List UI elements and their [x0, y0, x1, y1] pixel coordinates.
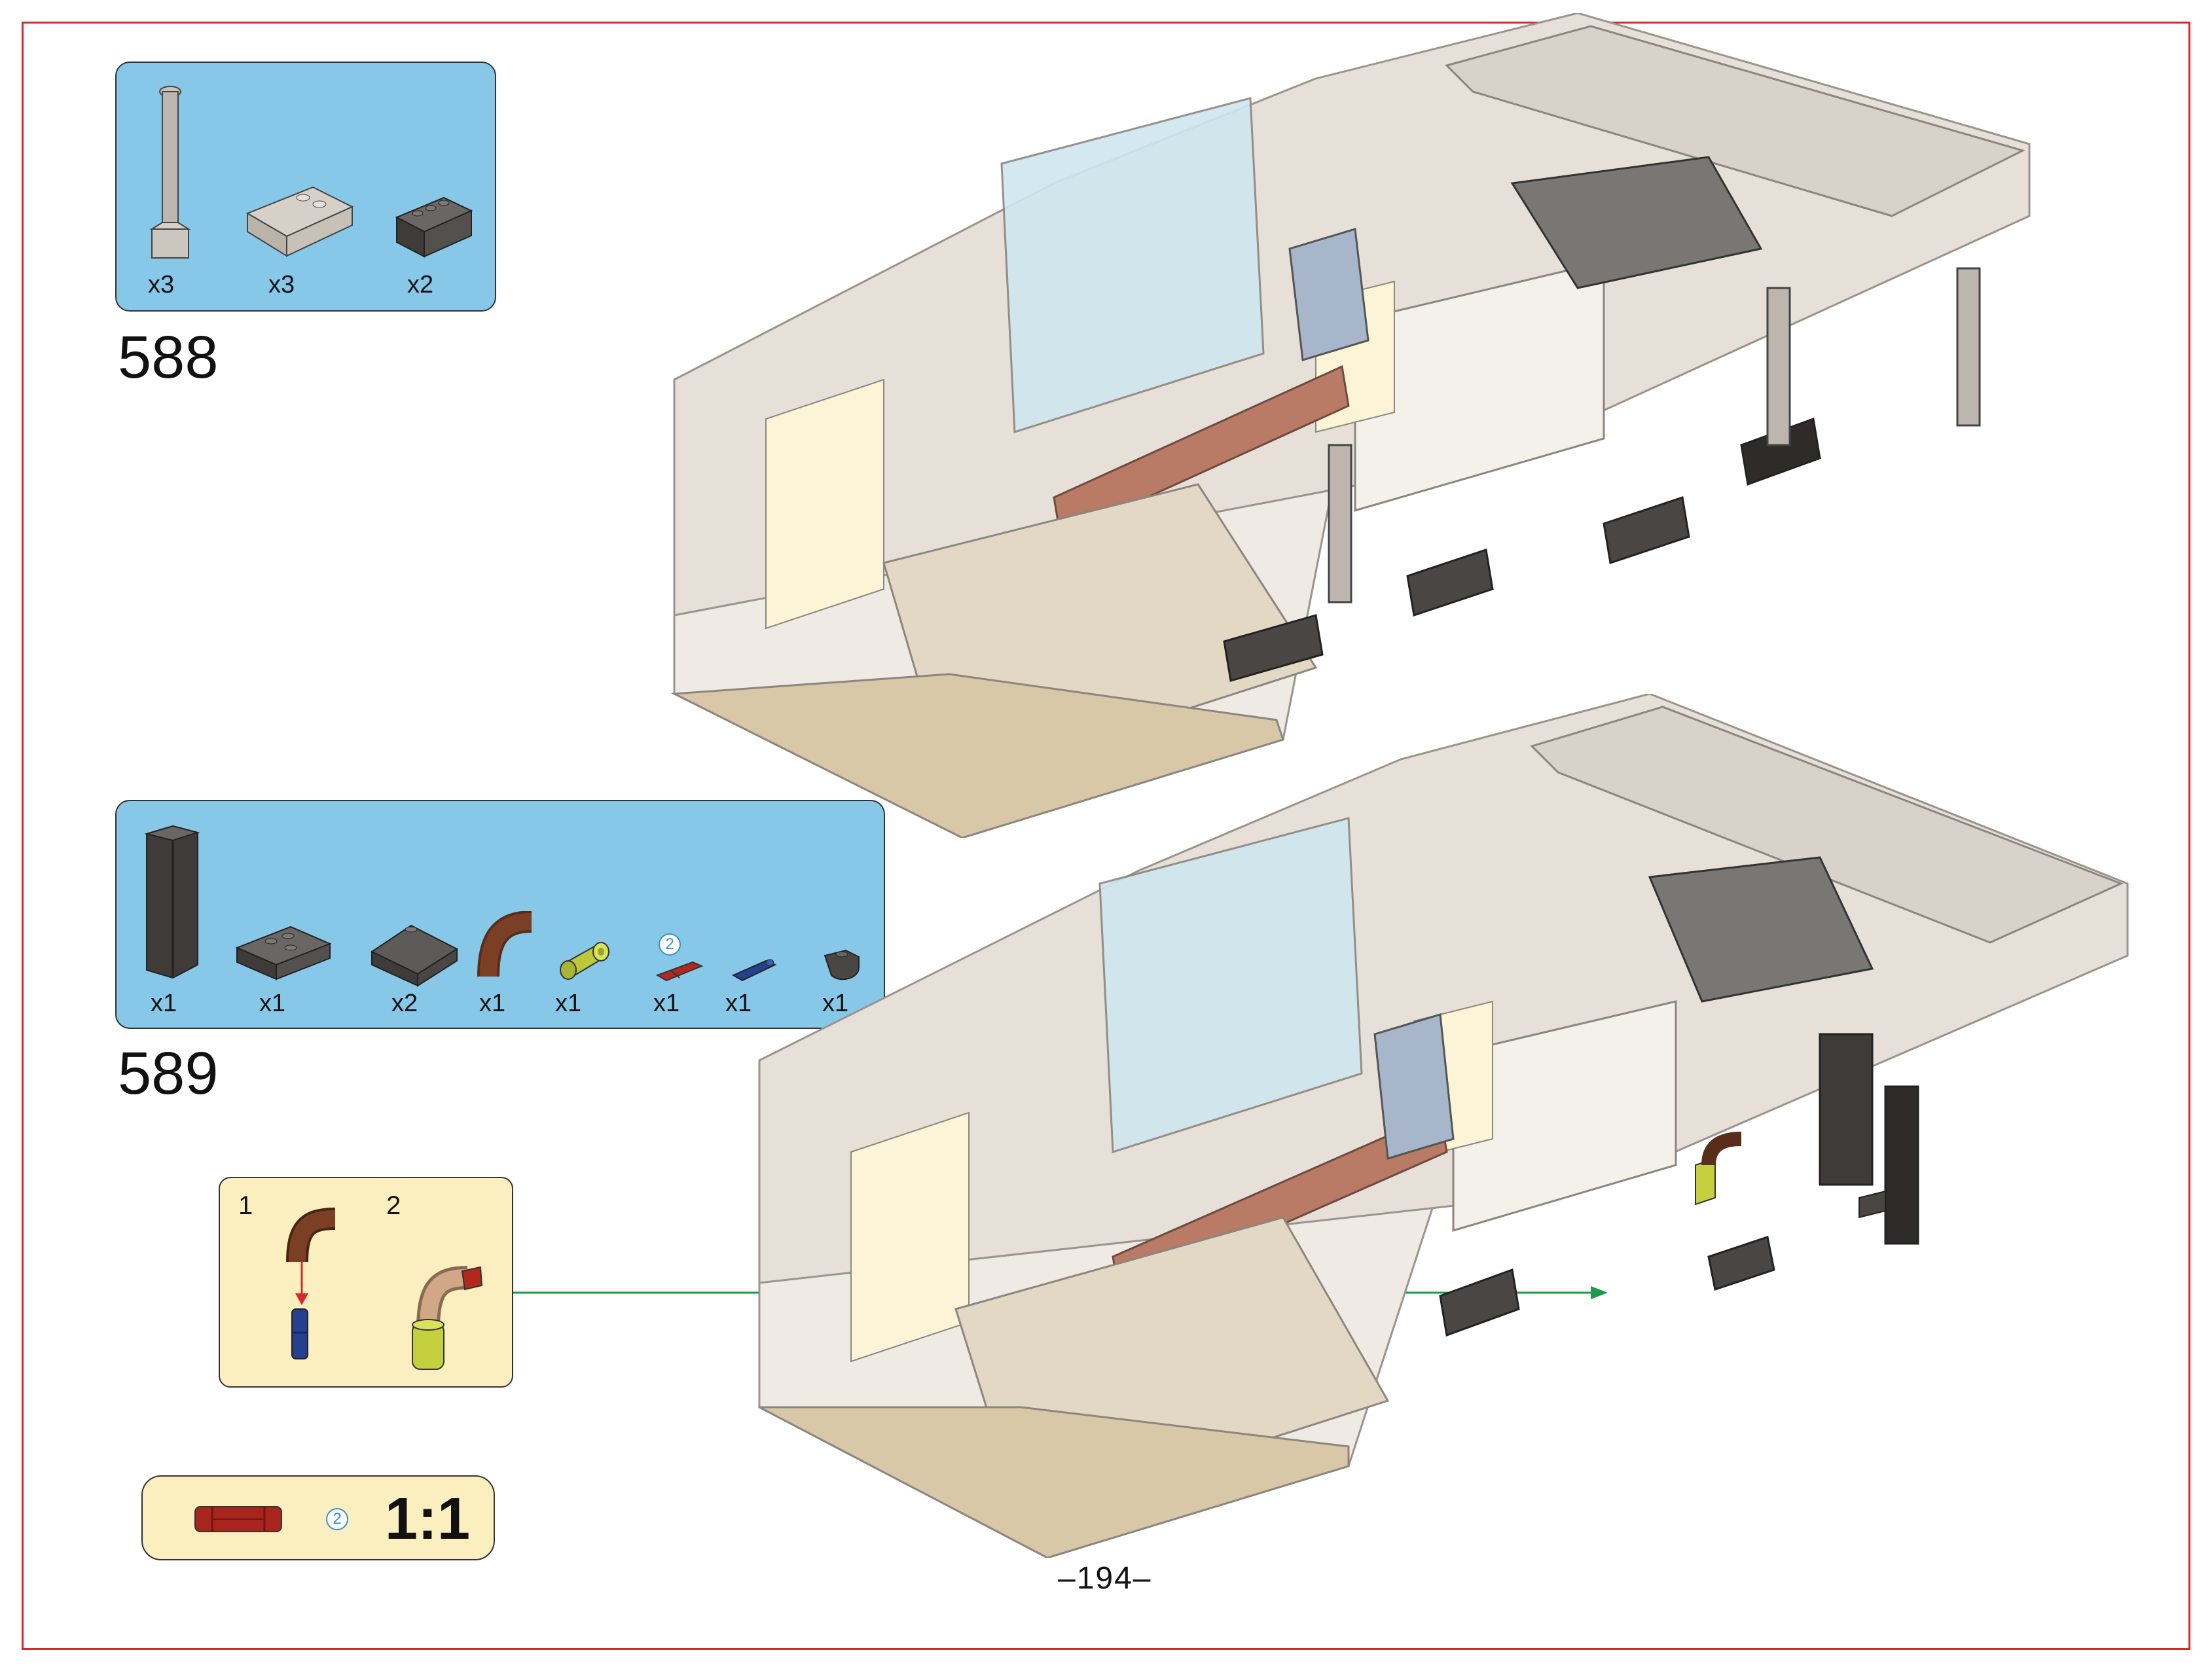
qty-label: x1: [653, 990, 680, 1017]
qty-label: x2: [391, 990, 418, 1017]
page-number: –194–: [1058, 1561, 1152, 1596]
part-round-brick-icon: [560, 942, 609, 980]
qty-label: x1: [151, 990, 177, 1017]
model-illustration-589: [758, 694, 2129, 1558]
length-indicator: 2: [659, 933, 681, 956]
qty-label: x3: [268, 271, 295, 298]
part-red-axle-pin-icon: [655, 961, 704, 982]
qty-label: x2: [407, 271, 434, 298]
page-border: [22, 22, 2190, 1650]
blue-axle-pin-icon: [291, 1308, 308, 1359]
qty-label: x1: [479, 990, 506, 1017]
part-slope-icon: [245, 186, 354, 257]
subassembly-callout: 1 2: [219, 1177, 513, 1388]
part-bar-icon: [149, 86, 191, 259]
qty-label: x1: [725, 990, 752, 1017]
part-brick-icon: [395, 196, 473, 258]
part-panel-icon: [144, 825, 200, 979]
red-arrow-icon: [295, 1262, 308, 1305]
substep-2-label: 2: [386, 1191, 401, 1220]
step-number-588: 588: [118, 324, 219, 391]
qty-label: x1: [555, 990, 582, 1017]
model-illustration-588: [670, 13, 2031, 838]
assembled-tube-icon: [412, 1266, 483, 1370]
qty-label: x3: [148, 271, 175, 298]
parts-list-588: x3 x3 x2: [115, 62, 496, 312]
step-number-589: 589: [118, 1040, 219, 1107]
part-blue-axle-pin-icon: [731, 959, 777, 982]
ratio-box: 2 1:1: [141, 1475, 495, 1560]
qty-label: x1: [259, 990, 286, 1017]
part-round-slope-icon: [824, 949, 860, 980]
macaroni-tube-icon: [286, 1208, 336, 1263]
substep-1-label: 1: [238, 1191, 253, 1220]
red-axle-icon: [194, 1506, 282, 1532]
scale-ratio-label: 1:1: [385, 1486, 471, 1552]
part-macaroni-icon: [477, 911, 532, 977]
part-plate-icon: [235, 925, 332, 980]
qty-label: x1: [822, 990, 849, 1017]
length-indicator: 2: [326, 1508, 348, 1530]
part-slope-icon: [370, 924, 459, 987]
parts-list-589: x1 x1 x2 x1 x1 2 x1 x1 x1: [115, 800, 885, 1029]
